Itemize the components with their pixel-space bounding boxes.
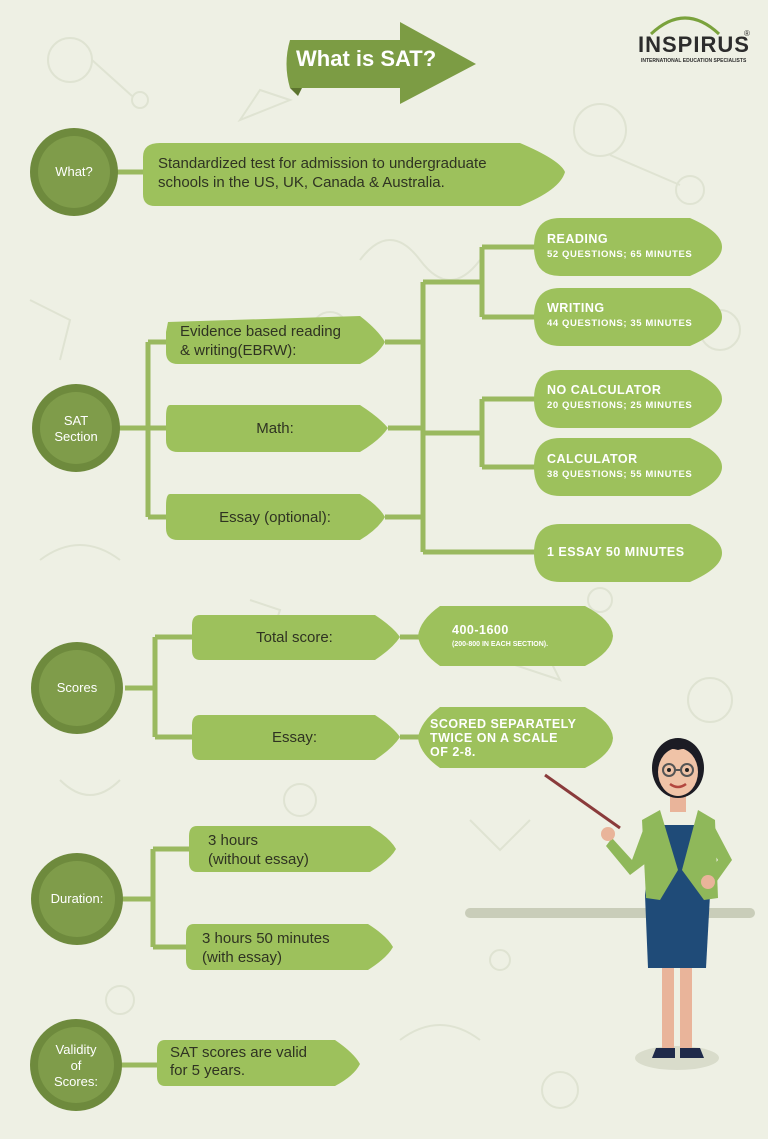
ebrw-box: [166, 316, 385, 364]
validity-label-line1: Validity: [55, 1042, 97, 1057]
scores-label: Scores: [56, 680, 98, 695]
essay-score-line1: SCORED SEPARATELY: [430, 717, 577, 731]
essay-score-pill: [418, 707, 613, 768]
reading-sub: 52 QUESTIONS; 65 MINUTES: [547, 249, 693, 260]
no-calculator-pill: [534, 370, 722, 428]
essay-time-label: 1 ESSAY 50 MINUTES: [547, 545, 685, 559]
writing-sub: 44 QUESTIONS; 35 MINUTES: [547, 318, 693, 329]
duration-b-line1: 3 hours 50 minutes: [202, 930, 330, 947]
essay-optional-label: Essay (optional):: [219, 509, 331, 526]
essay-optional-box: [166, 494, 385, 540]
logo-tagline: INTERNATIONAL EDUCATION SPECIALISTS: [641, 58, 747, 64]
page-title: What is SAT?: [296, 46, 437, 71]
ebrw-label-line2: & writing(EBRW):: [180, 342, 297, 359]
essay-score-box: [192, 715, 400, 760]
calculator-sub: 38 QUESTIONS; 55 MINUTES: [547, 469, 693, 480]
calculator-title: CALCULATOR: [547, 452, 638, 466]
total-value-pill: [418, 606, 613, 666]
logo-name: INSPIRUS: [638, 32, 750, 57]
total-score-value: 400-1600: [452, 623, 509, 637]
no-calculator-sub: 20 QUESTIONS; 25 MINUTES: [547, 400, 693, 411]
validity-label-line2: of: [70, 1058, 82, 1073]
validity-text-line1: SAT scores are valid: [170, 1044, 307, 1061]
writing-title: WRITING: [547, 301, 605, 315]
essay-score-line3: OF 2-8.: [430, 745, 476, 759]
teacher-illustration: [465, 738, 755, 1070]
duration-a-line2: (without essay): [208, 851, 309, 868]
sat-section-label-line2: Section: [54, 429, 98, 444]
what-text-line2: schools in the US, UK, Canada & Australi…: [158, 174, 445, 191]
ebrw-label-line1: Evidence based reading: [180, 323, 341, 340]
essay-score-line2: TWICE ON A SCALE: [430, 731, 558, 745]
no-calculator-title: NO CALCULATOR: [547, 383, 662, 397]
what-text-box: [143, 143, 565, 206]
essay-score-label: Essay:: [271, 729, 317, 746]
reading-pill: [534, 218, 722, 276]
math-label: Math:: [256, 420, 294, 437]
total-score-box: [192, 615, 400, 660]
duration-a-line1: 3 hours: [208, 832, 259, 849]
title-arrow: [286, 22, 476, 104]
logo-arc-icon: [649, 16, 721, 36]
duration-b-line2: (with essay): [202, 949, 283, 966]
validity-label-line3: Scores:: [53, 1074, 99, 1089]
reading-title: READING: [547, 232, 609, 246]
logo-registered-mark: ®: [744, 29, 750, 38]
what-label: What?: [55, 164, 93, 179]
validity-text-line2: for 5 years.: [170, 1062, 246, 1079]
calculator-pill: [534, 438, 722, 496]
duration-label: Duration:: [50, 891, 104, 906]
what-text-line1: Standardized test for admission to under…: [158, 155, 487, 172]
validity-text-box: [157, 1040, 360, 1086]
sat-section-label-line1: SAT: [63, 413, 89, 428]
total-score-note: (200-800 IN EACH SECTION).: [452, 641, 549, 648]
essay-time-pill: [534, 524, 722, 582]
duration-without-essay-box: [189, 826, 396, 872]
duration-with-essay-box: [186, 924, 393, 970]
math-box: [166, 405, 388, 452]
writing-pill: [534, 288, 722, 346]
total-score-label: Total score:: [256, 629, 333, 646]
